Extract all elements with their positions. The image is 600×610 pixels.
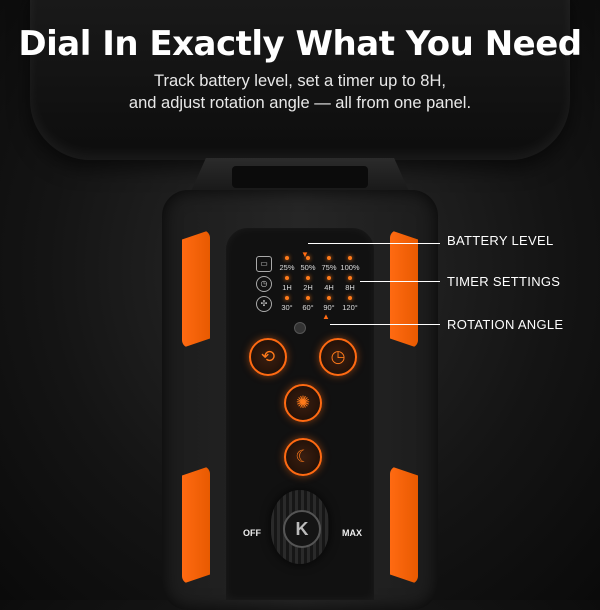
angle-led-60 (306, 296, 310, 300)
battery-marker-icon: ▼ (301, 250, 309, 259)
orange-bumper-top-left (182, 230, 210, 348)
angle-label-30: 30° (281, 303, 293, 312)
battery-label-25: 25% (279, 263, 295, 272)
fan-head (30, 0, 570, 160)
timer-label-2h: 2H (303, 283, 313, 292)
angle-label-90: 90° (323, 303, 335, 312)
angle-label-120: 120° (342, 303, 358, 312)
rotation-icon: ⟲ (260, 347, 276, 366)
callout-rotation-angle: ROTATION ANGLE (447, 317, 564, 332)
light-icon: ✺ (295, 393, 311, 412)
subline-line-1: Track battery level, set a timer up to 8… (154, 72, 446, 90)
headline: Dial In Exactly What You Need (18, 24, 582, 64)
orange-bumper-bottom-left (182, 466, 210, 584)
orange-bumper-top-right (390, 230, 418, 348)
orange-bumper-bottom-right (390, 466, 418, 584)
moon-icon: ☾ (295, 447, 311, 466)
callout-battery-level: BATTERY LEVEL (447, 233, 554, 248)
callout-line-timer (360, 281, 440, 282)
rotation-button[interactable]: ⟲ (249, 338, 287, 376)
angle-led-120 (348, 296, 352, 300)
timer-label-1h: 1H (282, 283, 292, 292)
battery-led-75 (327, 256, 331, 260)
timer-led-2h (306, 276, 310, 280)
battery-led-100 (348, 256, 352, 260)
ir-sensor (294, 322, 306, 334)
timer-led-4h (327, 276, 331, 280)
knob-label-max: MAX (342, 528, 362, 538)
angle-led-90 (327, 296, 331, 300)
battery-led-25 (285, 256, 289, 260)
angle-led-30 (285, 296, 289, 300)
timer-button[interactable]: ◷ (319, 338, 357, 376)
angle-marker-icon: ▲ (322, 312, 330, 321)
angle-label-60: 60° (302, 303, 314, 312)
subline-line-2: and adjust rotation angle — all from one… (128, 94, 472, 112)
subline: Track battery level, set a timer up to 8… (0, 70, 600, 114)
callout-line-battery (308, 243, 440, 244)
battery-led-50 (306, 256, 310, 260)
timer-led-8h (348, 276, 352, 280)
battery-label-50: 50% (300, 263, 316, 272)
brand-logo-icon: K (283, 510, 321, 548)
timer-label-8h: 8H (345, 283, 355, 292)
battery-label-75: 75% (321, 263, 337, 272)
light-button[interactable]: ✺ (284, 384, 322, 422)
clock-button-icon: ◷ (330, 347, 346, 366)
carry-handle-slot (232, 166, 368, 188)
timer-led-1h (285, 276, 289, 280)
knob-label-off: OFF (243, 528, 261, 538)
callout-line-rotation (330, 324, 440, 325)
fan-icon: ✣ (256, 296, 272, 312)
timer-label-4h: 4H (324, 283, 334, 292)
battery-label-100: 100% (340, 263, 360, 272)
callout-timer-settings: TIMER SETTINGS (447, 274, 561, 289)
sleep-mode-button[interactable]: ☾ (284, 438, 322, 476)
battery-icon: ▭ (256, 256, 272, 272)
clock-icon: ◷ (256, 276, 272, 292)
